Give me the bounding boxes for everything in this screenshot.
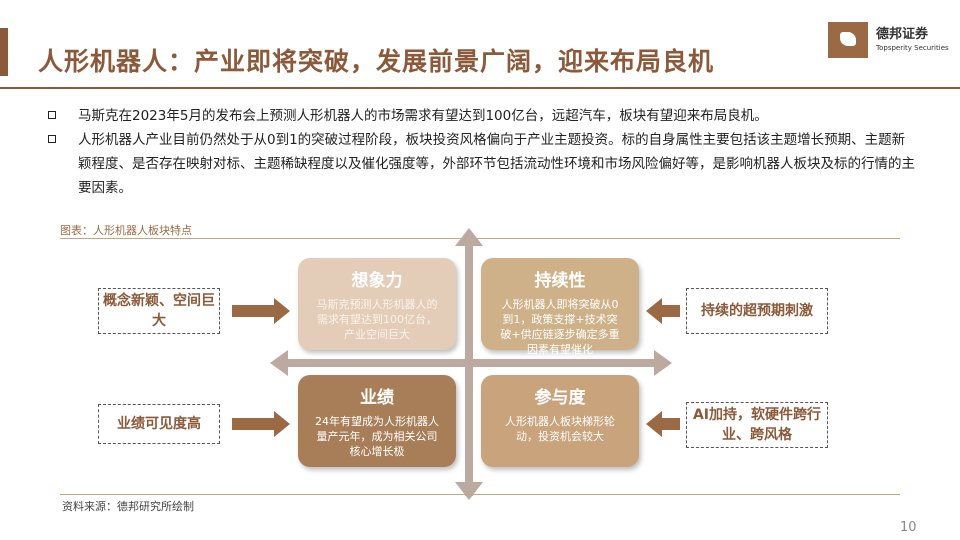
quadrant-participation: 参与度 人形机器人板块梯形轮动，投资机会较大 [481, 375, 639, 467]
page-number: 10 [900, 520, 917, 535]
vertical-axis-up-arrow [455, 228, 483, 246]
bullet-text: 马斯克在2023年5月的发布会上预测人形机器人的市场需求有望达到100亿台，远超… [78, 108, 768, 124]
bullet-square-icon [48, 135, 56, 143]
side-box-earnings-visibility: 业绩可见度高 [98, 404, 220, 444]
figure-top-rule [60, 238, 900, 239]
bullet-text: 人形机器人产业目前仍然处于从0到1的突破过程阶段，板块投资风格偏向于产业主题投资… [78, 132, 915, 196]
source-note: 资料来源：德邦研究所绘制 [62, 500, 194, 513]
vertical-axis-down-arrow [455, 482, 483, 500]
quadrant-performance: 业绩 24年有望成为人形机器人量产元年，成为相关公司核心增长极 [298, 375, 456, 467]
quadrant-title: 参与度 [534, 388, 586, 408]
logo-english-name: Topsperity Securities [876, 44, 949, 52]
quadrant-body: 人形机器人板块梯形轮动，投资机会较大 [505, 415, 615, 443]
quadrant-imagination: 想象力 马斯克预测人形机器人的需求有望达到100亿台，产业空间巨大 [298, 258, 456, 350]
bullet-item: 人形机器人产业目前仍然处于从0到1的突破过程阶段，板块投资风格偏向于产业主题投资… [48, 128, 918, 200]
horizontal-axis [282, 359, 660, 367]
quadrant-body: 马斯克预测人形机器人的需求有望达到100亿台，产业空间巨大 [316, 298, 438, 341]
quadrant-sustainability: 持续性 人形机器人即将突破从0到1，政策支撑+技术突破+供应链逐步确定多重因素有… [481, 258, 639, 356]
figure-label: 图表：人形机器人板块特点 [60, 224, 192, 237]
side-box-ai-crossover: AI加持，软硬件跨行业、跨风格 [686, 402, 828, 448]
side-box-novel-concept: 概念新颖、空间巨大 [98, 288, 220, 334]
quadrant-body: 24年有望成为人形机器人量产元年，成为相关公司核心增长极 [315, 415, 439, 458]
bullet-list: 马斯克在2023年5月的发布会上预测人形机器人的市场需求有望达到100亿台，远超… [48, 104, 918, 200]
horizontal-axis-right-arrow [654, 350, 672, 376]
quadrant-body: 人形机器人即将突破从0到1，政策支撑+技术突破+供应链逐步确定多重因素有望催化 [500, 298, 620, 356]
title-divider [0, 87, 960, 89]
company-logo: 德邦证券 Topsperity Securities [828, 20, 949, 60]
arrow-left-icon [646, 411, 680, 437]
title-accent-bar [0, 28, 8, 76]
logo-mark-icon [828, 22, 868, 58]
arrow-right-icon [232, 411, 290, 437]
bullet-item: 马斯克在2023年5月的发布会上预测人形机器人的市场需求有望达到100亿台，远超… [48, 104, 918, 128]
horizontal-axis-left-arrow [270, 350, 288, 376]
vertical-axis [465, 242, 473, 496]
figure-bottom-rule [60, 494, 900, 495]
page-title: 人形机器人：产业即将突破，发展前景广阔，迎来布局良机 [38, 47, 715, 76]
quadrant-title: 持续性 [534, 271, 586, 291]
arrow-right-icon [232, 298, 290, 324]
bullet-square-icon [48, 111, 56, 119]
side-box-sustained-catalyst: 持续的超预期刺激 [686, 288, 828, 334]
quadrant-title: 业绩 [360, 388, 394, 408]
arrow-left-icon [646, 298, 680, 324]
logo-name: 德邦证券 [876, 27, 929, 42]
quadrant-title: 想象力 [351, 271, 403, 291]
